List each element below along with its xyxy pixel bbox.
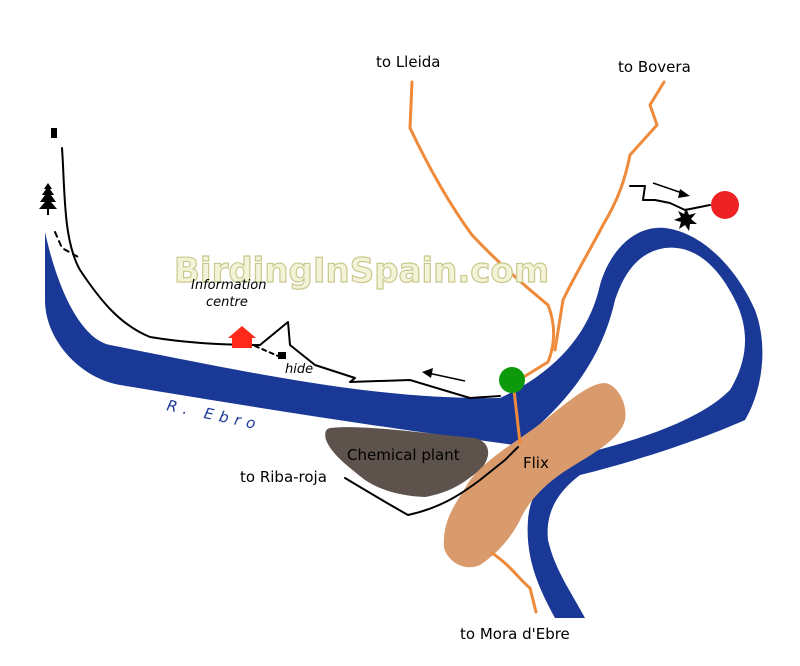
chemical-plant-area — [325, 427, 489, 497]
label-hide: hide — [285, 362, 313, 377]
river-ebro — [45, 227, 763, 618]
watermark-text: BirdingInSpain.com — [174, 251, 549, 291]
car-park-marker-north — [51, 128, 57, 138]
starburst-icon — [674, 208, 697, 231]
hide-icon — [278, 352, 286, 359]
label-information-centre-2: centre — [206, 295, 248, 310]
label-chemical-plant: Chemical plant — [347, 446, 460, 464]
arrow-icon-west — [422, 368, 466, 382]
track-bovera-path — [629, 185, 711, 211]
label-to-riba-roja: to Riba-roja — [240, 468, 327, 486]
label-to-lleida: to Lleida — [376, 53, 440, 71]
red-circle-marker — [711, 191, 739, 219]
road-to-bovera — [553, 80, 666, 352]
track-north — [61, 147, 501, 399]
label-to-mora: to Mora d'Ebre — [460, 625, 570, 643]
label-to-bovera: to Bovera — [618, 58, 691, 76]
arrow-icon-east — [652, 182, 690, 198]
track-riba-roja — [344, 446, 519, 516]
track-dashed-hide — [254, 345, 279, 357]
tree-icon — [39, 183, 57, 215]
green-circle-marker — [499, 367, 525, 393]
label-information-centre: Information — [191, 278, 266, 293]
road-to-mora — [490, 551, 538, 614]
label-flix: Flix — [523, 454, 549, 472]
road-to-lleida — [408, 80, 556, 380]
house-icon — [228, 326, 256, 348]
track-dashed-west — [54, 231, 81, 259]
flix-town-area — [443, 383, 626, 568]
road-to-flix — [512, 388, 522, 445]
